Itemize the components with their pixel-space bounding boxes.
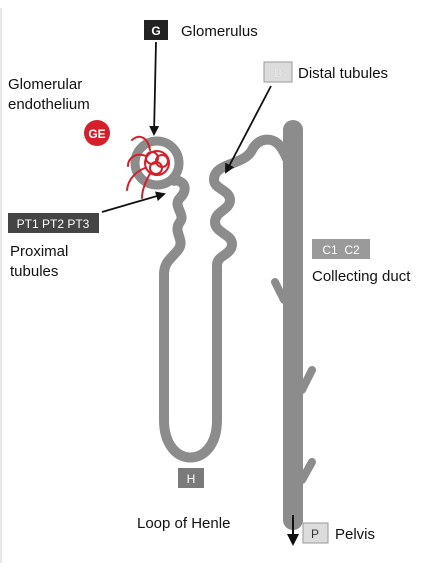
collecting-duct-branch-2 bbox=[298, 366, 316, 394]
distal-tubules-code: D bbox=[274, 66, 283, 80]
glomerular-endothelium-badge: GE bbox=[84, 120, 110, 146]
proximal-tubules-arrow-icon bbox=[101, 191, 166, 213]
glomerular-endothelium-label-line2: endothelium bbox=[8, 96, 90, 113]
proximal-tubules-label-line2: tubules bbox=[10, 263, 58, 280]
pelvis-code: P bbox=[311, 527, 319, 541]
glomerulus-badge bbox=[144, 20, 168, 40]
proximal-tubules-badge bbox=[8, 213, 99, 233]
collecting-duct-branch-3 bbox=[298, 458, 316, 484]
collecting-duct-branch-1 bbox=[271, 278, 288, 304]
glomerular-endothelium-label-line1: Glomerular bbox=[8, 76, 82, 93]
loop-of-henle-badge bbox=[178, 468, 204, 488]
loop-of-henle-code: H bbox=[187, 472, 196, 486]
proximal-tubules-code: PT1 PT2 PT3 bbox=[17, 217, 90, 231]
pelvis-arrow-icon bbox=[287, 534, 299, 546]
distal-tubules-badge bbox=[263, 61, 293, 83]
glomerulus-label: Glomerulus bbox=[181, 23, 258, 40]
collecting-duct-code: C1 C2 bbox=[322, 243, 360, 257]
loop-of-henle-label: Loop of Henle bbox=[137, 515, 230, 532]
glomerulus-arrow-icon bbox=[149, 41, 160, 136]
distal-tubules-arrow-icon bbox=[225, 85, 272, 174]
collecting-duct-label: Collecting duct bbox=[312, 268, 411, 285]
distal-tubule bbox=[209, 134, 298, 325]
capillary-tuft-icon bbox=[126, 135, 170, 199]
pelvis-badge bbox=[302, 522, 329, 544]
proximal-tubule-and-loop bbox=[159, 175, 222, 463]
glomerulus-code: G bbox=[151, 24, 160, 38]
pelvis-label: Pelvis bbox=[335, 526, 375, 543]
glomerular-endothelium-code: GE bbox=[88, 127, 105, 141]
proximal-tubules-label-line1: Proximal bbox=[10, 243, 68, 260]
collecting-duct-badge bbox=[312, 239, 370, 259]
distal-tubules-label: Distal tubules bbox=[298, 65, 388, 82]
